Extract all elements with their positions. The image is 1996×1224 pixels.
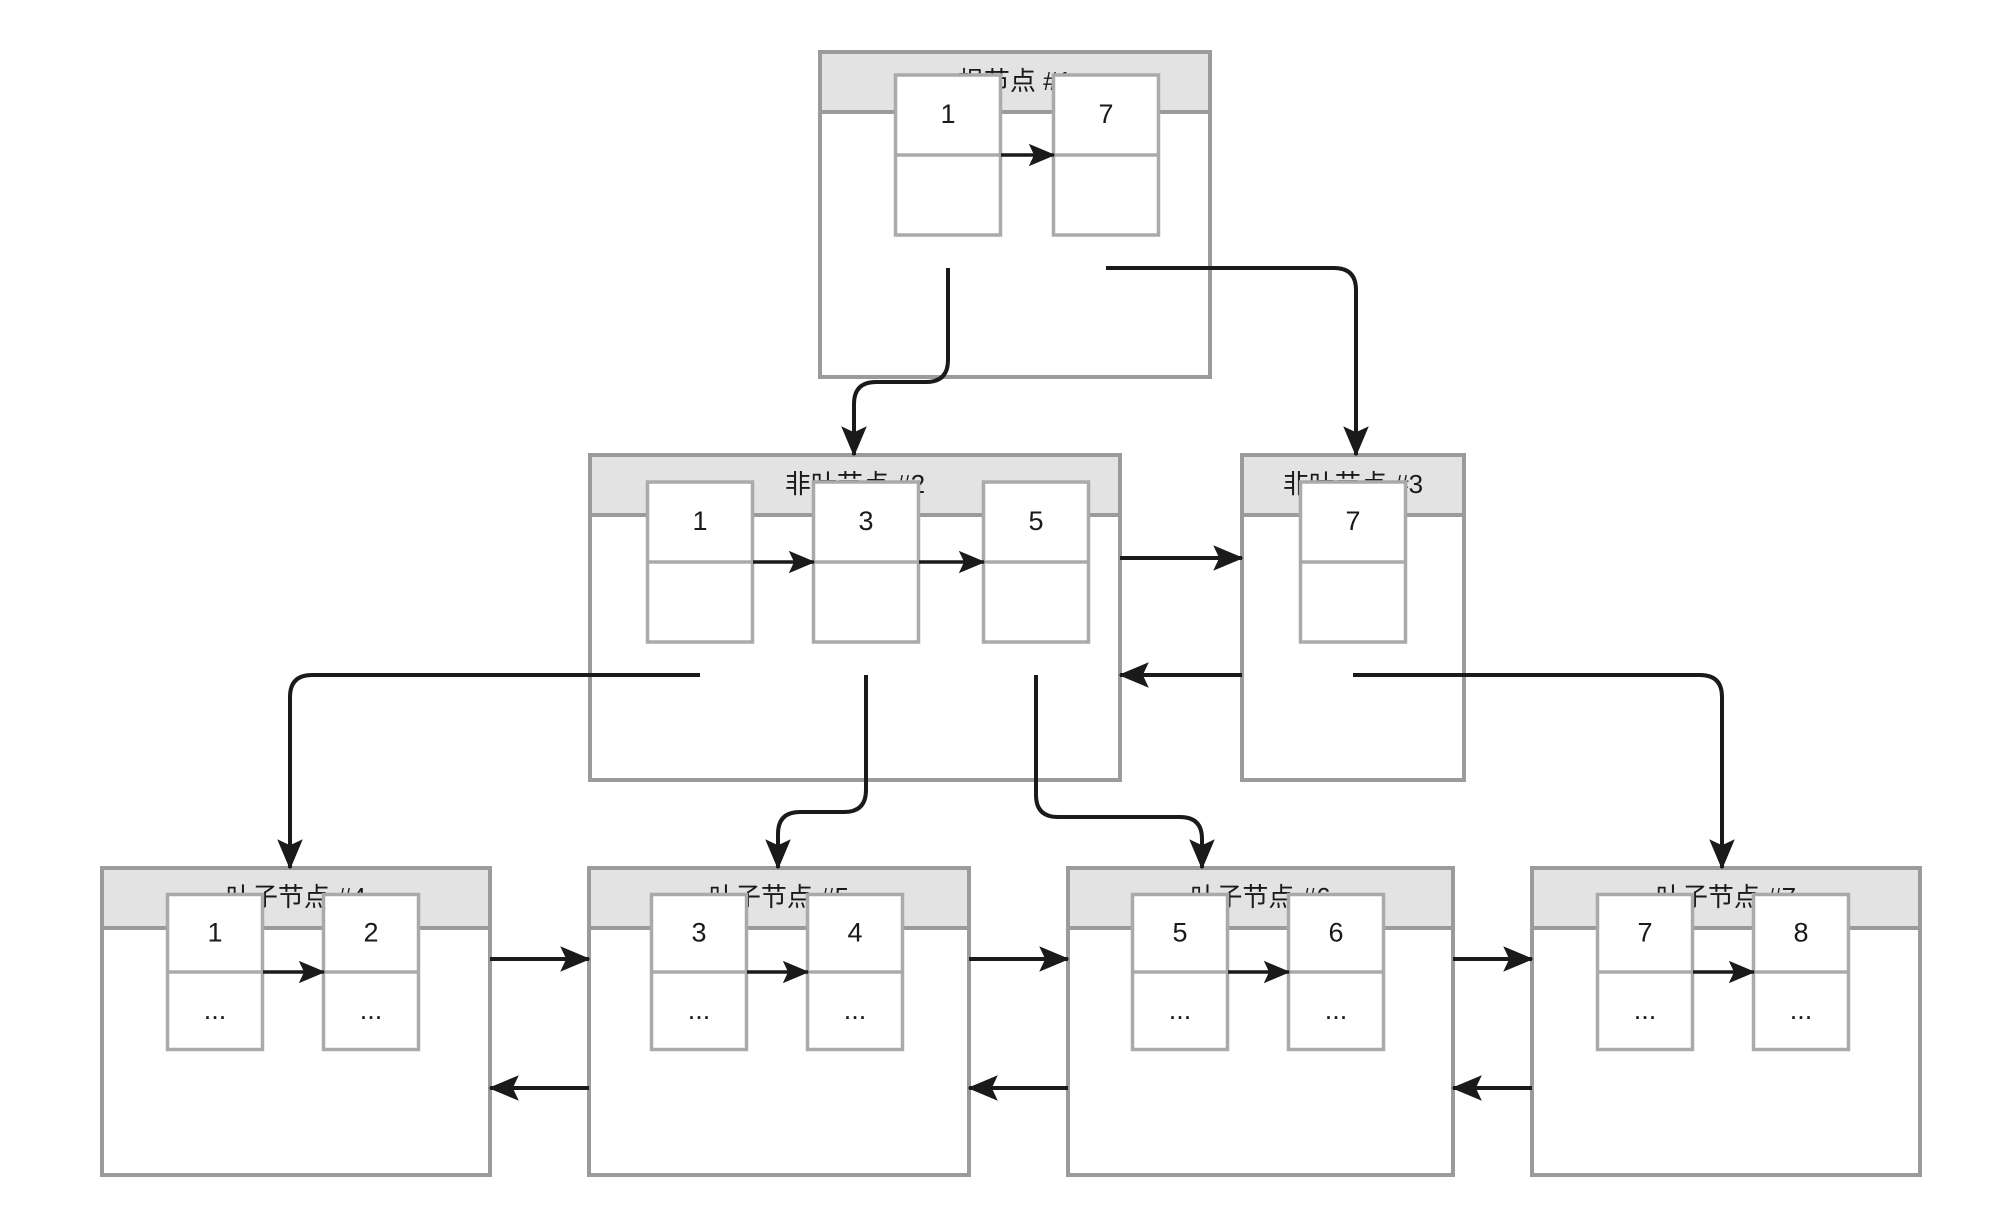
tree-node-node6[interactable]: 叶子节点 #65...6... [1066,866,1455,1177]
node-body [587,926,971,1177]
tree-node-node7[interactable]: 叶子节点 #77...8... [1530,866,1922,1177]
tree-node-node2[interactable]: 非叶节点 #2135 [588,453,1122,782]
node-cell[interactable]: 1 [893,73,1003,237]
link-root-to-node2 [841,268,950,457]
node-body [1530,926,1922,1177]
node-cell[interactable]: 7 [1298,480,1408,644]
link-node2-to-node5 [765,675,868,870]
cell-key-label: 6 [1328,917,1343,947]
node-cell[interactable]: 7 [1051,73,1161,237]
cell-value-label: ... [1169,995,1192,1025]
node-cell[interactable]: 3 [811,480,921,644]
cell-value-label: ... [688,995,711,1025]
node-cell[interactable]: 5... [1130,892,1230,1052]
cell-key-label: 7 [1345,506,1360,536]
cell-value-label: ... [360,995,383,1025]
links-layer [263,143,1756,1101]
cell-value-label: ... [204,995,227,1025]
link-node2-to-node6 [1034,675,1215,870]
tree-node-node3[interactable]: 非叶节点 #37 [1240,453,1466,782]
tree-node-node4[interactable]: 叶子节点 #41...2... [100,866,492,1177]
node-cell[interactable]: 2... [321,892,421,1052]
cell-key-label: 1 [207,917,222,947]
link-root-to-node3 [1106,266,1369,457]
cell-key-label: 5 [1028,506,1043,536]
node-cell[interactable]: 5 [981,480,1091,644]
cell-key-label: 1 [692,506,707,536]
node-body [1066,926,1455,1177]
cell-key-label: 3 [691,917,706,947]
node-cell[interactable]: 8... [1751,892,1851,1052]
node-cell[interactable]: 6... [1286,892,1386,1052]
node-header [100,866,492,930]
node-cell[interactable]: 4... [805,892,905,1052]
cell-key-label: 7 [1637,917,1652,947]
node-body [100,926,492,1177]
node-cell[interactable]: 3... [649,892,749,1052]
cell-value-label: ... [1634,995,1657,1025]
cell-key-label: 3 [858,506,873,536]
cell-value-label: ... [1790,995,1813,1025]
cell-key-label: 1 [940,99,955,129]
cell-key-label: 7 [1098,99,1113,129]
cell-key-label: 8 [1793,917,1808,947]
cell-key-label: 4 [847,917,862,947]
link-node3-to-node7 [1353,673,1735,870]
node-cell[interactable]: 7... [1595,892,1695,1052]
node-cell[interactable]: 1... [165,892,265,1052]
cell-key-label: 2 [363,917,378,947]
node-cell[interactable]: 1 [645,480,755,644]
tree-node-node5[interactable]: 叶子节点 #53...4... [587,866,971,1177]
cell-value-label: ... [1325,995,1348,1025]
cell-value-label: ... [844,995,867,1025]
cell-key-label: 5 [1172,917,1187,947]
link-node2-to-node4 [277,673,700,870]
